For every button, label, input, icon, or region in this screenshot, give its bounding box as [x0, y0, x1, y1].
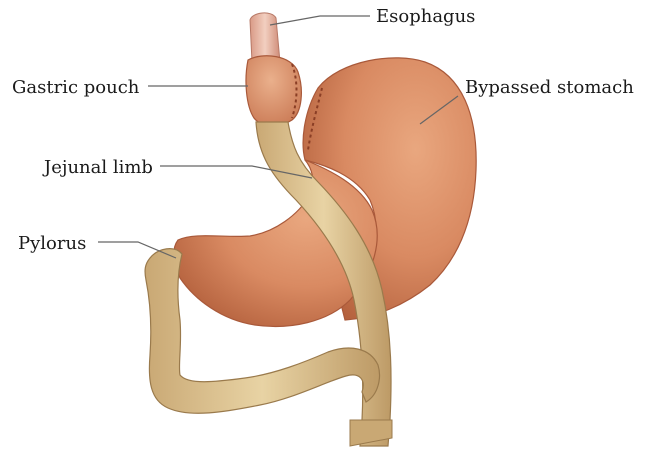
- label-bypassed-stomach: Bypassed stomach: [465, 77, 634, 98]
- esophagus-pointer: [270, 16, 370, 25]
- label-jejunal-limb: Jejunal limb: [42, 157, 153, 178]
- esophagus-shape: [250, 13, 280, 62]
- label-pylorus: Pylorus: [18, 233, 86, 254]
- label-esophagus: Esophagus: [376, 6, 475, 27]
- label-gastric-pouch: Gastric pouch: [12, 77, 140, 98]
